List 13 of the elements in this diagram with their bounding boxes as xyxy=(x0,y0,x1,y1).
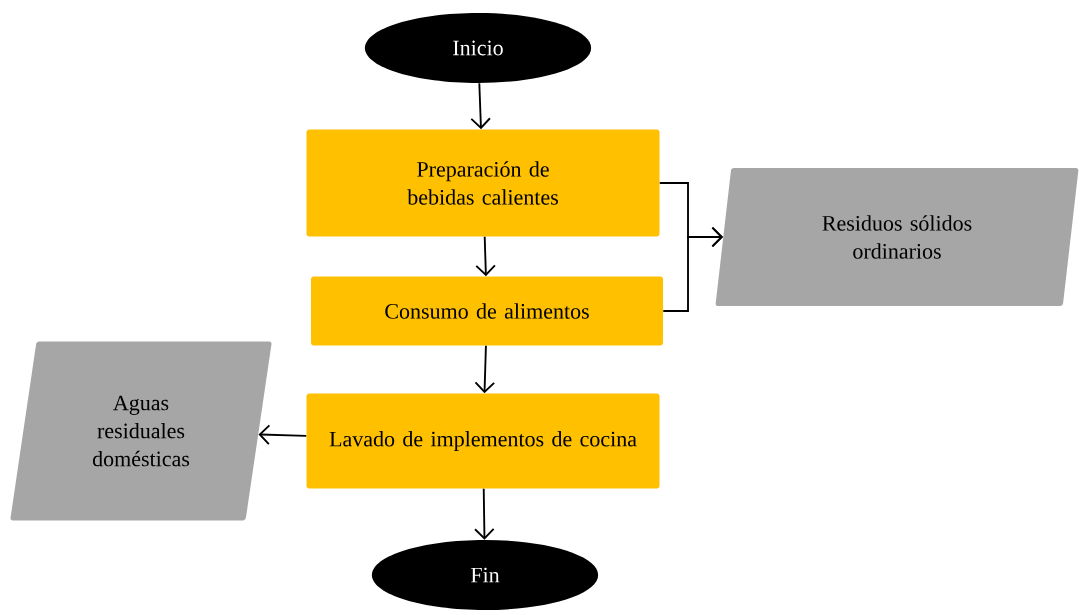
arrow xyxy=(474,344,496,394)
terminal-oval: Fin xyxy=(371,540,599,610)
arrow xyxy=(470,82,491,130)
process-box: Preparación de bebidas calientes xyxy=(306,129,660,237)
terminal-oval: Inicio xyxy=(364,13,592,83)
process-box: Lavado de implementos de cocina xyxy=(306,393,660,489)
arrow xyxy=(662,226,724,312)
process-box: Consumo de alimentos xyxy=(311,276,663,346)
arrow xyxy=(258,424,308,445)
arrow xyxy=(474,487,495,540)
arrow xyxy=(475,235,496,277)
data-parallelogram: Residuos sólidos ordinarios xyxy=(715,168,1079,306)
data-parallelogram: Aguas residuales domésticas xyxy=(10,341,272,521)
